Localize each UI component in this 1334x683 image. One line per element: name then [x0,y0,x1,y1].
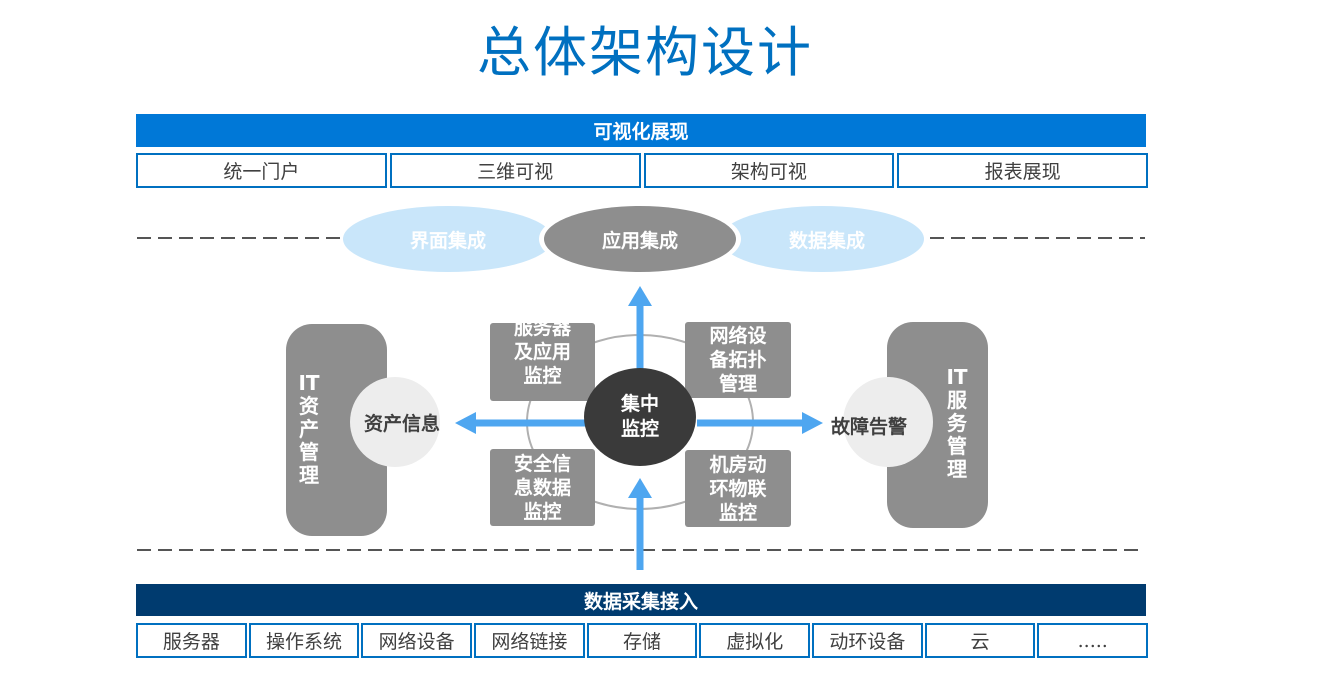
ellipse-app-integration [544,206,736,272]
ui-integration-label: 界面集成 [409,229,486,252]
server-app-monitor-box: 服务器及应用监控 [490,323,595,401]
arrow-left-head [455,412,476,434]
datacenter-monitor-box: 机房动环物联监控 [685,450,791,527]
top-item: 架构可视 [643,153,895,188]
central-monitor-circle: 集中监控 [584,368,696,466]
source-item: 存储 [586,623,698,658]
source-item: ..... [1037,623,1149,658]
arrow-right-head [802,412,823,434]
network-topology-label: 网络设备拓扑管理 [709,325,767,395]
arrow-down-head [628,478,652,498]
source-item: 虚拟化 [699,623,811,658]
top-item: 报表展现 [897,153,1148,188]
datacenter-monitor-label: 机房动环物联监控 [709,453,767,524]
network-topology-box: 网络设备拓扑管理 [685,322,791,398]
app-integration-label: 应用集成 [601,229,678,252]
asset-tab-bulge [350,377,440,467]
top-item: 统一门户 [136,153,387,188]
server-app-monitor-label: 服务器及应用监控 [513,323,571,387]
fault-alarm-label: 故障告警 [831,416,908,438]
visualization-bar: 可视化展现 [136,114,1146,147]
data-collection-bar: 数据采集接入 [136,584,1146,616]
it-service-label: IT服务管理 [946,365,968,481]
source-item: 服务器 [136,623,247,658]
page-title: 总体架构设计 [477,21,813,84]
alarm-tab-bulge [843,377,933,467]
ellipse-data-integration [720,206,924,272]
security-monitor-label: 安全信息数据监控 [513,452,571,523]
source-item: 网络设备 [361,623,473,658]
source-item: 云 [924,623,1036,658]
visualization-items: 统一门户 三维可视 架构可视 报表展现 [136,153,1148,188]
arrow-up-head [628,286,652,306]
asset-info-label: 资产信息 [364,413,441,435]
ellipse-ui-integration [343,206,553,272]
source-item: 网络链接 [474,623,585,658]
source-item: 操作系统 [248,623,360,658]
security-monitor-box: 安全信息数据监控 [490,449,595,526]
it-asset-label: IT资产管理 [298,371,320,487]
data-source-items: 服务器 操作系统 网络设备 网络链接 存储 虚拟化 动环设备 云 ..... [136,623,1149,658]
source-item: 动环设备 [812,623,923,658]
central-monitor-label: 集中监控 [620,393,659,440]
top-item: 三维可视 [389,153,641,188]
data-integration-label: 数据集成 [788,229,865,252]
